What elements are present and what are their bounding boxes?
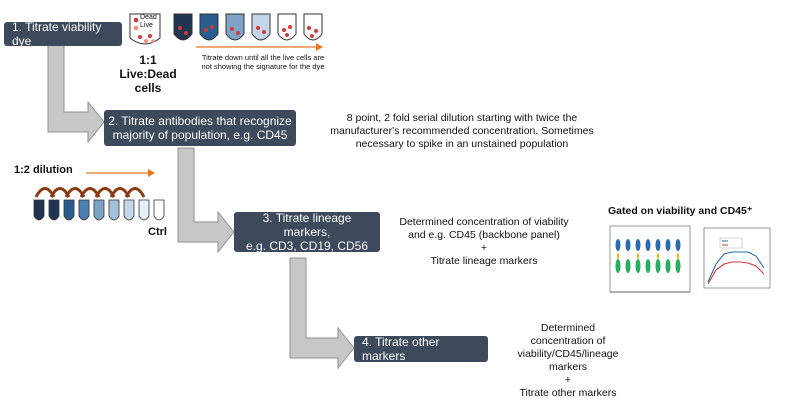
dilution-desc-line1: 8 point, 2 fold serial dilution starting… — [346, 112, 578, 124]
step3-note-line2: and e.g. CD45 (backbone panel) — [408, 229, 560, 241]
titrate-note-line1: Titrate down until all the live cells ar… — [201, 53, 325, 62]
flow-arrow-2 — [177, 147, 235, 254]
step-2-line1: 2. Titrate antibodies that recognize — [108, 114, 292, 128]
gated-title: Gated on viability and CD45⁺ — [608, 205, 753, 217]
step3-note-plus: + — [480, 242, 488, 254]
step-2-box: 2. Titrate antibodies that recognize maj… — [104, 110, 296, 146]
titrate-note-line2: not showing the signature for the dye — [201, 62, 325, 71]
step4-note-line3: viability/CD45/lineage — [517, 348, 619, 360]
step4-note-line5: Titrate other markers — [519, 387, 617, 399]
step-3-line2: e.g. CD3, CD19, CD56 — [245, 239, 369, 253]
dilution-arrowhead — [148, 169, 155, 177]
dilution-arcs — [34, 187, 146, 198]
live-dead-ratio: 1:1 Live:Dead cells — [118, 53, 178, 95]
step-1-box: 1. Titrate viability dye — [4, 20, 122, 48]
step-3-box: 3. Titrate lineage markers, e.g. CD3, CD… — [234, 211, 380, 253]
ratio-line1: 1:1 — [139, 53, 157, 67]
dilution-desc-line3: necessary to spike in an unstained popul… — [355, 138, 569, 150]
dilution-label: 1:2 dilution — [14, 164, 73, 176]
step-1-label: 1. Titrate viability dye — [12, 20, 102, 48]
step4-note-line1: Determined — [540, 322, 596, 334]
dilution-desc-line2: manufacturer's recommended concentration… — [330, 125, 594, 137]
line-plot-thumbnail — [703, 227, 771, 289]
step4-note-line2: concentration of — [530, 335, 606, 347]
ratio-line3: cells — [134, 81, 162, 95]
step3-note-line3: Titrate lineage markers — [430, 255, 538, 267]
dilution-description: 8 point, 2 fold serial dilution starting… — [312, 112, 612, 151]
legend-dead-label: Dead — [140, 14, 157, 21]
live-legend-dot — [133, 25, 139, 31]
step-3-note: Determined concentration of viability an… — [388, 216, 580, 268]
ctrl-label: Ctrl — [148, 226, 167, 238]
step-3-line1: 3. Titrate lineage markers, — [262, 211, 352, 239]
step4-note-line4: markers — [549, 361, 587, 373]
step-2-line2: majority of population, e.g. CD45 — [112, 128, 288, 142]
step3-note-line1: Determined concentration of viability — [399, 216, 569, 228]
step4-note-plus: + — [564, 374, 572, 386]
titrate-down-note: Titrate down until all the live cells ar… — [190, 53, 336, 71]
dilution-tube-row — [33, 199, 165, 221]
flow-arrow-1 — [47, 44, 105, 144]
legend-live-label: Live — [140, 22, 153, 29]
step-4-label: 4. Titrate other markers — [362, 335, 440, 363]
step-4-box: 4. Titrate other markers — [354, 335, 488, 363]
step-4-note: Determined concentration of viability/CD… — [498, 322, 638, 400]
dead-legend-dot — [133, 17, 139, 23]
flow-arrow-3 — [289, 257, 355, 370]
viability-tube-row — [129, 13, 323, 45]
violin-plot-thumbnail — [609, 225, 691, 293]
ratio-line2: Live:Dead — [119, 67, 177, 81]
titrate-down-arrowhead — [316, 43, 323, 51]
